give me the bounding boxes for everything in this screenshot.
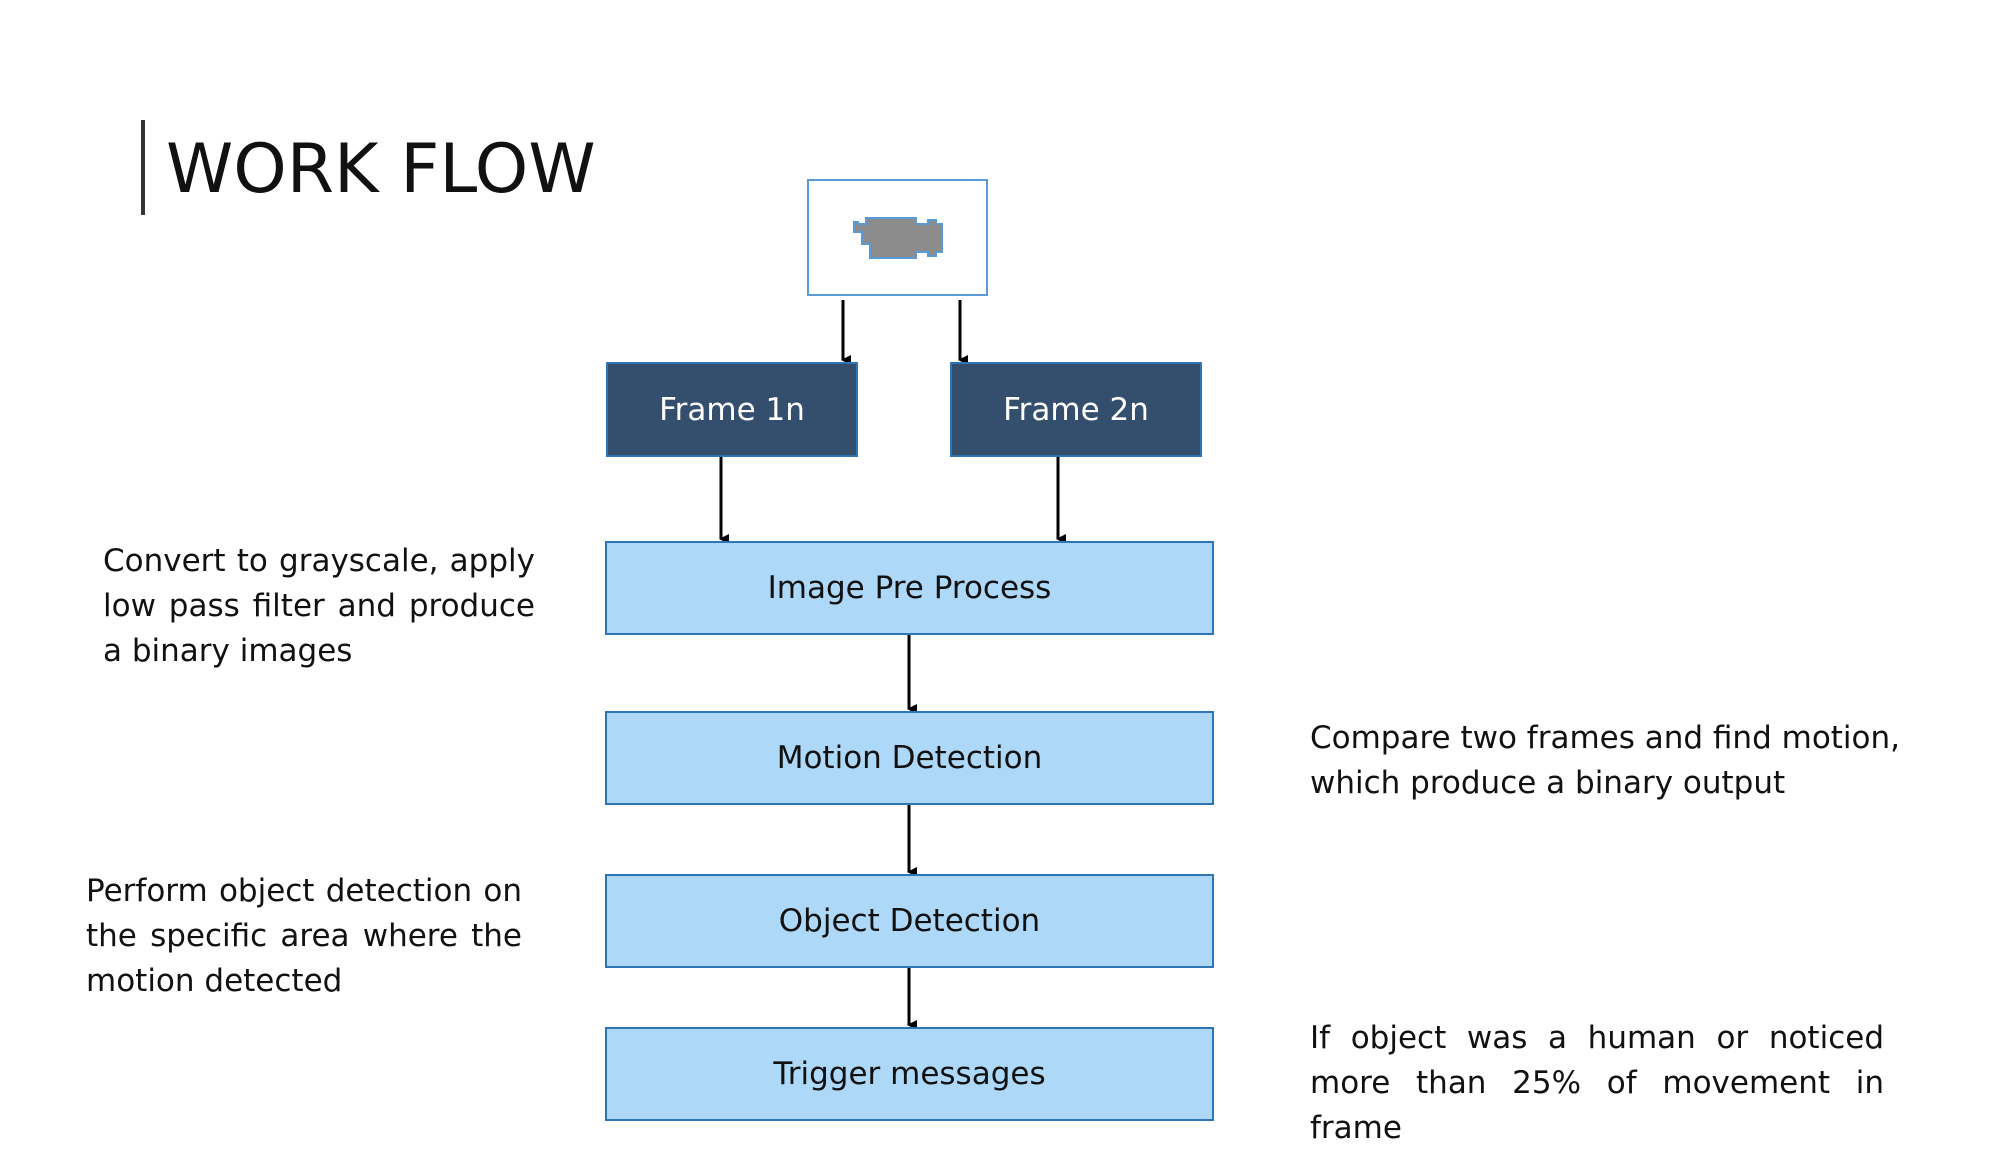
motion-detection-label: Motion Detection	[776, 740, 1043, 776]
note-line: which produce a binary output	[1310, 765, 1786, 801]
note-line: more than 25% of movement in frame	[1310, 1065, 1884, 1146]
title-accent-bar	[141, 120, 145, 215]
frame-1-label: Frame 1n	[659, 391, 805, 428]
note-preprocess: Convert to grayscale, apply low pass fil…	[103, 539, 535, 674]
frame-2-label: Frame 2n	[1003, 391, 1149, 428]
note-motion: Compare two frames and find motion, whic…	[1310, 716, 1901, 806]
note-line: motion detected	[86, 963, 343, 999]
note-line: Compare two frames and find motion,	[1310, 720, 1901, 756]
connector-layer	[719, 300, 1066, 1030]
object-detection-label: Object Detection	[778, 903, 1041, 939]
frame-1-node: Frame 1n	[606, 362, 858, 457]
frame-2-node: Frame 2n	[950, 362, 1202, 457]
note-line: Convert to grayscale, apply	[103, 543, 535, 579]
note-line: the specific area where the	[86, 918, 522, 954]
note-line: low pass filter and produce	[103, 588, 535, 624]
trigger-messages-node: Trigger messages	[605, 1027, 1214, 1121]
camera-node	[807, 179, 988, 296]
note-line: Perform object detection on	[86, 873, 522, 909]
note-line: a binary images	[103, 633, 353, 669]
note-object: Perform object detection on the specific…	[86, 869, 522, 1004]
image-preprocess-node: Image Pre Process	[605, 541, 1214, 635]
note-trigger: If object was a human or noticed more th…	[1310, 1016, 1884, 1151]
trigger-messages-label: Trigger messages	[773, 1056, 1046, 1092]
page-title: WORK FLOW	[166, 130, 596, 209]
note-line: If object was a human or noticed	[1310, 1020, 1884, 1056]
image-preprocess-label: Image Pre Process	[767, 570, 1052, 606]
motion-detection-node: Motion Detection	[605, 711, 1214, 805]
video-camera-icon	[852, 216, 943, 259]
object-detection-node: Object Detection	[605, 874, 1214, 968]
